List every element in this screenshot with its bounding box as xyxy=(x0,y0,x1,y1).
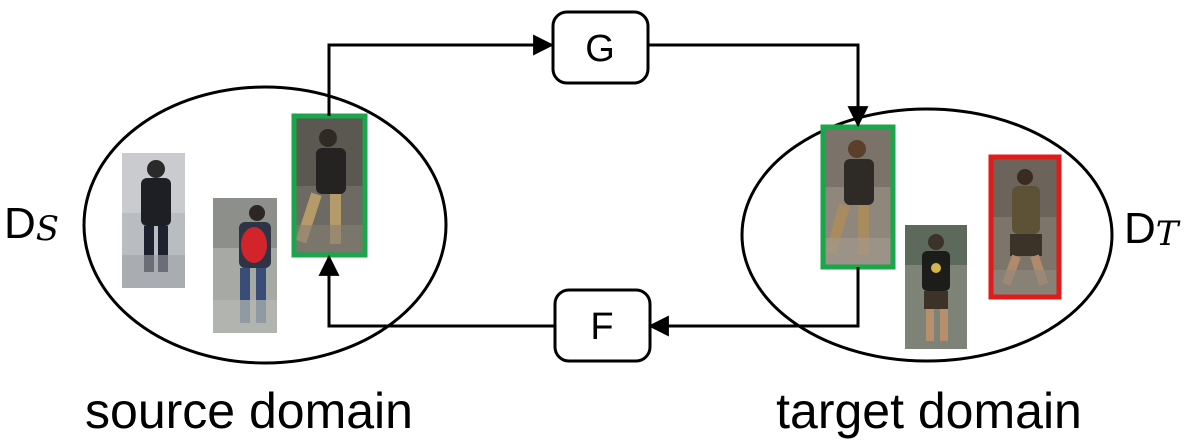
arrow-g-to-target xyxy=(648,43,869,128)
target-domain-ellipse xyxy=(740,107,1114,363)
g-mapping-box xyxy=(551,10,650,85)
source-domain-ellipse xyxy=(82,85,448,365)
arrow-f-to-source xyxy=(318,254,555,328)
target-person-translated-image xyxy=(823,127,893,267)
target-domain-symbol: DT xyxy=(1124,204,1181,254)
target-person-selected-image xyxy=(991,157,1059,297)
target-person-cap-image xyxy=(905,225,967,349)
source-person-selected-image xyxy=(294,116,365,255)
source-domain-caption: source domain xyxy=(85,383,413,439)
f-mapping-label: F xyxy=(590,306,613,348)
f-mapping-box xyxy=(553,288,652,363)
g-mapping-label: G xyxy=(585,28,615,70)
target-selected-highlight xyxy=(988,154,1062,300)
source-person-red-backpack-image xyxy=(213,198,277,333)
arrow-source-to-g xyxy=(327,34,555,116)
source-person-black-jacket-image xyxy=(122,153,185,288)
target-domain-caption: target domain xyxy=(776,383,1082,439)
arrow-target-to-f xyxy=(647,267,860,337)
source-domain-symbol: DS xyxy=(4,199,59,249)
